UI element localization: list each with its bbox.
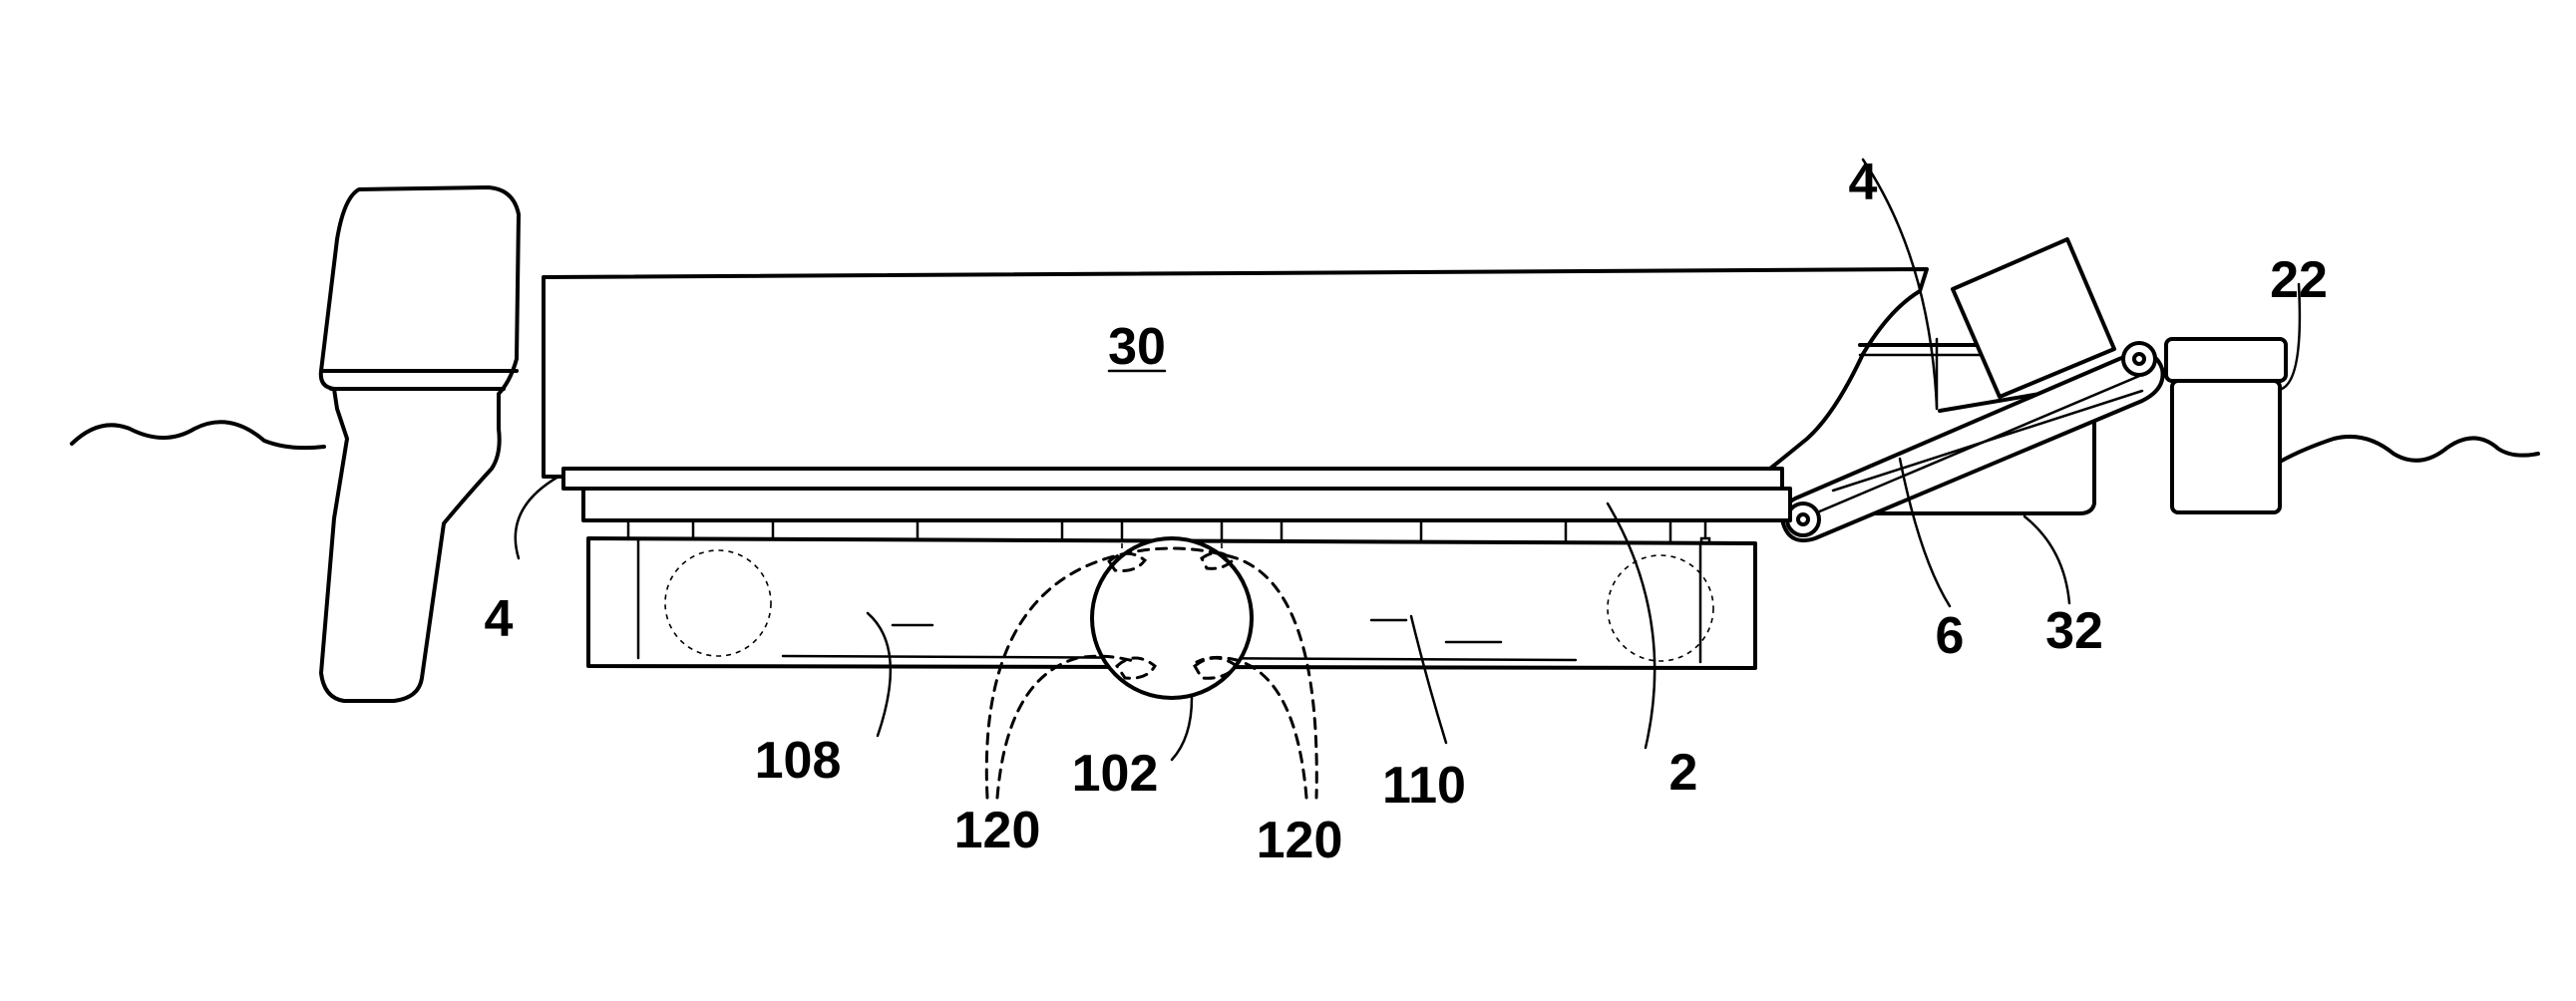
water-line-right <box>2282 437 2538 461</box>
label-tank: 32 <box>2045 602 2103 660</box>
label-frame-left: 4 <box>485 590 514 648</box>
label-hopper: 30 <box>1108 318 1166 376</box>
arm-pivot-upper <box>2123 343 2155 375</box>
hopper-body <box>544 269 1927 477</box>
water-line-left <box>72 422 324 448</box>
label-path-left: 120 <box>954 802 1041 859</box>
label-float-right: 110 <box>1382 757 1466 815</box>
frame-rail <box>563 469 1790 520</box>
label-arm: 6 <box>1936 607 1965 665</box>
label-rail: 2 <box>1669 744 1698 802</box>
label-path-right: 120 <box>1257 812 1343 869</box>
label-hub: 102 <box>1072 745 1159 803</box>
label-float-left: 108 <box>755 732 842 790</box>
label-frame-right: 4 <box>1849 154 1878 211</box>
pump-unit <box>2166 339 2286 512</box>
label-pump-unit: 22 <box>2270 251 2328 309</box>
